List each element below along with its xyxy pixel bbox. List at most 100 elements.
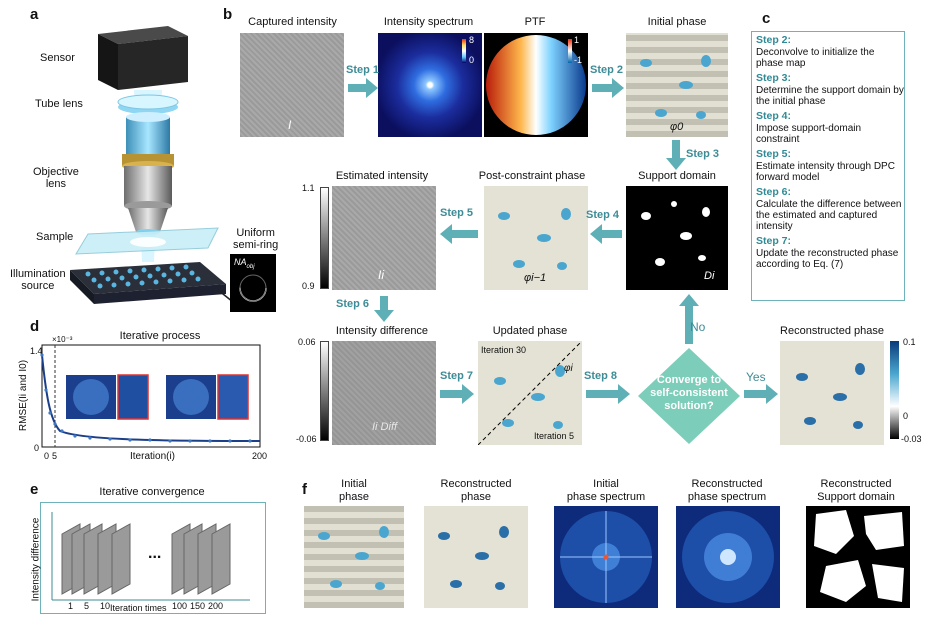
step-item: Step 5: Estimate intensity through DPC f… xyxy=(752,148,904,183)
step-head: Step 4: xyxy=(756,110,792,122)
title-intensity-spectrum: Intensity spectrum xyxy=(383,16,474,28)
e-xlabel: Iteration times xyxy=(110,603,167,613)
microscope-illustration xyxy=(70,26,234,304)
panel-label-b: b xyxy=(223,6,233,23)
steps-box: Step 2: Deconvolve to initialize the pha… xyxy=(751,31,905,301)
step-body: Determine the support domain by the init… xyxy=(756,85,904,107)
f-img-support-domain xyxy=(806,506,910,608)
step3-label: Step 3 xyxy=(686,148,720,160)
sym-support: Di xyxy=(704,270,715,282)
d-inset2: Iteration 200 xyxy=(168,361,219,371)
sym-estimated: Ii xyxy=(378,268,384,282)
panel-label-d: d xyxy=(30,318,40,335)
f-img-initial-spectrum xyxy=(554,506,658,608)
e-stack xyxy=(51,512,250,601)
e-ellipsis: ... xyxy=(148,545,162,562)
d-ytick-zero: 0 xyxy=(34,443,40,453)
f-title-4: Reconstructed phase spectrum xyxy=(687,478,767,503)
e-tick-5: 5 xyxy=(84,601,90,611)
f-title-1: Initial phase xyxy=(339,478,369,503)
e-tick-10: 10 xyxy=(100,601,111,611)
f-title-2: Reconstructed phase xyxy=(440,478,512,503)
diff-colorbar xyxy=(320,341,329,441)
step8-label: Step 8 xyxy=(584,370,618,382)
estimated-colorbar xyxy=(320,187,329,289)
d-xtick-200: 200 xyxy=(252,451,268,461)
diff-cb-max: 0.06 xyxy=(298,337,316,347)
spectrum-cb-min: 0 xyxy=(469,55,475,65)
sym-updated: φi xyxy=(564,363,573,374)
f-title-3: Initial phase spectrum xyxy=(566,478,646,503)
label-sample: Sample xyxy=(36,231,74,243)
rec-cb-mid: 0 xyxy=(903,411,909,421)
e-ylabel: Intensity difference xyxy=(30,517,42,602)
img-updated-phase: Iteration 30 Iteration 5 φi xyxy=(478,341,582,445)
step2-label: Step 2 xyxy=(590,64,624,76)
ptf-cb-min: -1 xyxy=(574,55,583,65)
title-intensity-difference: Intensity difference xyxy=(335,325,429,337)
e-tick-1: 1 xyxy=(68,601,74,611)
reconstructed-colorbar xyxy=(890,341,899,439)
e-box xyxy=(40,502,266,614)
label-iter5: Iteration 5 xyxy=(534,431,575,441)
e-title: Iterative convergence xyxy=(99,486,205,498)
flow-arrows xyxy=(348,78,778,404)
panel-label-c: c xyxy=(762,10,771,27)
img-ptf: 1 -1 xyxy=(484,33,588,137)
label-illumination: Illumination source xyxy=(10,268,66,292)
na-ring-inset: NAobj xyxy=(230,254,276,312)
yes-label: Yes xyxy=(746,370,766,384)
f-img-reconstructed-phase xyxy=(424,506,528,608)
diff-cb-min: -0.06 xyxy=(296,434,317,444)
converge-text: Converge to self-consistent solution? xyxy=(650,374,728,412)
title-initial-phase: Initial phase xyxy=(647,16,707,28)
step5-label: Step 5 xyxy=(440,207,474,219)
img-reconstructed-phase xyxy=(780,341,884,445)
title-support-domain: Support domain xyxy=(638,170,716,182)
est-cb-max: 1.1 xyxy=(302,183,315,193)
step-item: Step 3: Determine the support domain by … xyxy=(752,72,904,107)
step1-label: Step 1 xyxy=(346,64,380,76)
na-sub: obj xyxy=(246,263,255,270)
panel-label-a: a xyxy=(30,6,39,23)
title-ptf: PTF xyxy=(524,16,546,28)
sym-captured: I xyxy=(288,118,292,132)
step-item: Step 6: Calculate the difference between… xyxy=(752,186,904,232)
step-head: Step 2: xyxy=(756,34,792,46)
panel-label-f: f xyxy=(302,481,307,498)
img-initial-phase: φ0 xyxy=(626,33,728,137)
ptf-cb-max: 1 xyxy=(574,35,580,45)
step-body: Update the reconstructed phase according… xyxy=(756,248,899,270)
d-ylabel: RMSE(Ii and I0) xyxy=(18,359,30,432)
img-post-constraint-phase: φi−1 xyxy=(484,186,588,290)
title-captured-intensity: Captured intensity xyxy=(248,16,337,28)
step-body: Calculate the difference between the est… xyxy=(756,199,902,232)
sym-post: φi−1 xyxy=(524,272,547,284)
d-xtick-0: 0 xyxy=(44,451,50,461)
est-cb-min: 0.9 xyxy=(302,281,315,291)
title-estimated-intensity: Estimated intensity xyxy=(335,170,429,182)
step-body: Deconvolve to initialize the phase map xyxy=(756,47,875,69)
img-intensity-difference: Ii Diff xyxy=(332,341,436,445)
step-item: Step 2: Deconvolve to initialize the pha… xyxy=(752,34,904,69)
sym-initial: φ0 xyxy=(670,121,684,133)
e-tick-150: 150 xyxy=(190,601,206,611)
title-post-constraint: Post-constraint phase xyxy=(478,170,586,182)
step7-label: Step 7 xyxy=(440,370,474,382)
label-sensor: Sensor xyxy=(40,52,75,64)
step-head: Step 7: xyxy=(756,235,792,247)
step-head: Step 3: xyxy=(756,72,792,84)
spectrum-cb-max: 8 xyxy=(469,35,475,45)
rec-cb-max: 0.1 xyxy=(903,337,916,347)
img-captured-intensity: I xyxy=(240,33,344,137)
step4-label: Step 4 xyxy=(586,209,620,221)
step-item: Step 7: Update the reconstructed phase a… xyxy=(752,235,904,270)
step-item: Step 4: Impose support-domain constraint xyxy=(752,110,904,145)
title-reconstructed-phase: Reconstructed phase xyxy=(780,325,884,337)
d-xlabel: Iteration(i) xyxy=(130,451,176,462)
label-objective-lens: Objective lens xyxy=(33,166,79,190)
f-title-5: Reconstructed Support domain xyxy=(817,478,895,503)
f-img-reconstructed-spectrum xyxy=(676,506,780,608)
step-head: Step 5: xyxy=(756,148,792,160)
img-intensity-spectrum: 8 0 xyxy=(378,33,482,137)
